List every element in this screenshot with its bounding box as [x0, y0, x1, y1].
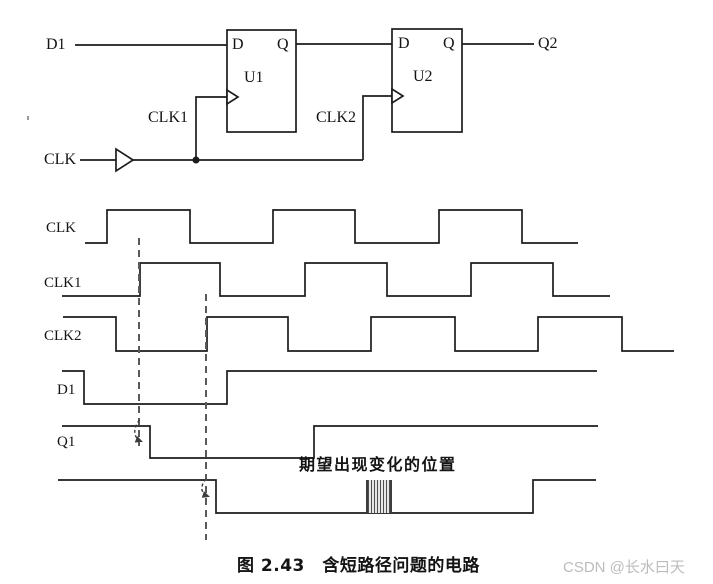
u1-name-label: U1 [244, 69, 264, 86]
figure-caption: 图 2.43 含短路径问题的电路 [237, 556, 480, 576]
wave-label-d1: D1 [57, 382, 76, 398]
q2-signal-label: Q2 [538, 35, 558, 52]
clk2-signal-label: CLK2 [316, 109, 356, 126]
clk1-signal-label: CLK1 [148, 109, 188, 126]
clk1-to-q1-arrow [134, 419, 143, 443]
waveform-q1 [62, 425, 598, 459]
d1-signal-label: D1 [46, 36, 66, 53]
wave-label-clk: CLK [46, 220, 76, 236]
u2-q-pin-label: Q [443, 35, 455, 52]
u2-d-pin-label: D [398, 35, 410, 52]
flipflop-u2-box [391, 28, 463, 133]
scan-artifact-dot [27, 116, 29, 120]
u1-clock-edge-icon [226, 88, 240, 106]
waveform-clk [85, 209, 578, 244]
causality-arrows [134, 419, 210, 498]
wave-label-clk2: CLK2 [44, 328, 82, 344]
clk1-wire [195, 96, 227, 160]
waveform-u2-output [58, 479, 596, 514]
clk2-to-u2out-arrow [201, 478, 210, 498]
waveform-clk2 [63, 316, 674, 352]
expected-change-annotation: 期望出现变化的位置 [299, 455, 457, 474]
u1-q-pin-label: Q [277, 36, 289, 53]
schematic [75, 28, 534, 173]
flipflop-u1-box [226, 29, 297, 133]
expected-transition-hatch [366, 480, 392, 513]
u1-d-pin-label: D [232, 36, 244, 53]
clk-signal-label: CLK [44, 151, 76, 168]
clk2-wire [362, 95, 392, 160]
watermark-text: CSDN @长水曰天 [563, 559, 685, 576]
wave-label-clk1: CLK1 [44, 275, 82, 291]
clock-buffer-icon [115, 147, 135, 173]
waveform-d1 [62, 370, 597, 405]
timing-waveforms [58, 209, 674, 540]
waveform-clk1 [62, 262, 610, 297]
wave-label-q1: Q1 [57, 434, 76, 450]
u2-name-label: U2 [413, 68, 433, 85]
u2-clock-edge-icon [391, 87, 405, 105]
